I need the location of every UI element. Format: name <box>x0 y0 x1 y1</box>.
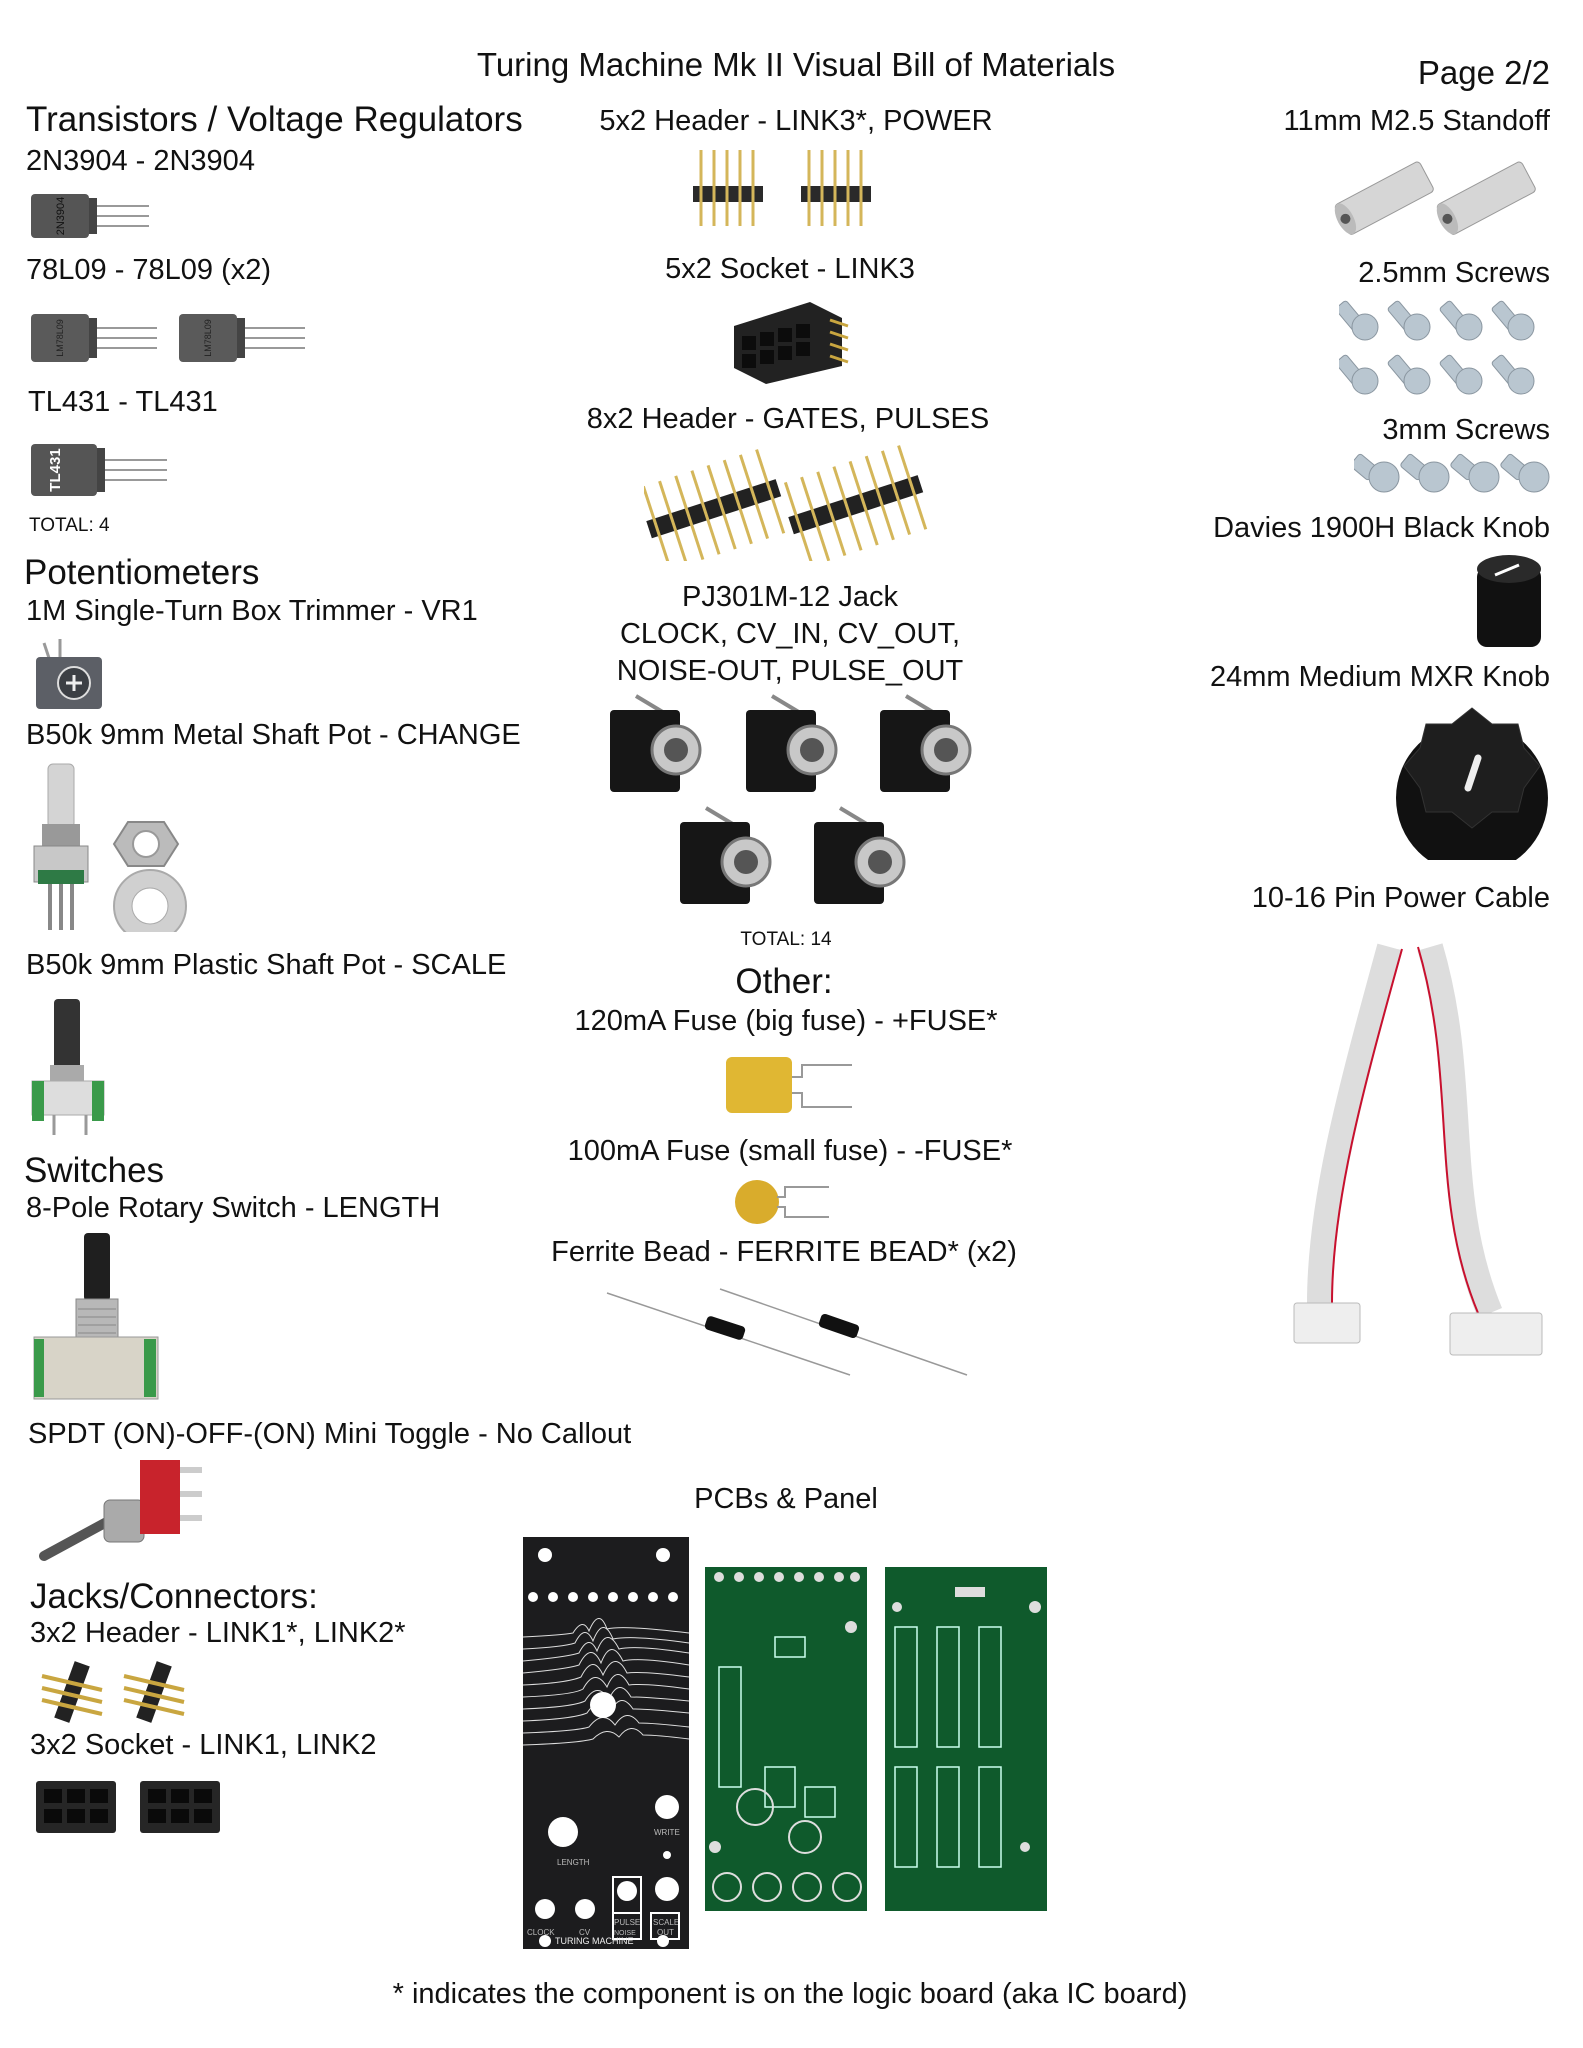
item-label-3mm-screws: 3mm Screws <box>1382 414 1550 446</box>
metal-shaft-pot-image <box>28 760 198 932</box>
item-label-5x2-header: 5x2 Header - LINK3*, POWER <box>599 105 993 137</box>
item-label-plastic-shaft-pot: B50k 9mm Plastic Shaft Pot - SCALE <box>26 949 507 981</box>
front-panel-image: LENGTH WRITE PULSE SCALE CLOCK CV NOISE … <box>523 1537 691 1951</box>
item-label-tl431: TL431 - TL431 <box>28 386 218 418</box>
page-title: Turing Machine Mk II Visual Bill of Mate… <box>476 46 1116 83</box>
item-label-davies-knob: Davies 1900H Black Knob <box>1213 512 1550 544</box>
regulator-78l09-image: LM78L09 LM78L09 <box>31 312 321 364</box>
svg-text:LENGTH: LENGTH <box>557 1858 590 1867</box>
power-cable-image <box>1290 943 1550 1383</box>
item-label-trimmer: 1M Single-Turn Box Trimmer - VR1 <box>26 595 478 627</box>
section-heading-switches: Switches <box>24 1151 165 1190</box>
item-label-standoff: 11mm M2.5 Standoff <box>1283 105 1550 137</box>
logic-pcb-image <box>885 1567 1048 1913</box>
small-fuse-image <box>733 1177 833 1227</box>
3mm-screws-image <box>1354 449 1554 501</box>
section-heading-transistors: Transistors / Voltage Regulators <box>26 100 523 139</box>
section-heading-other: Other: <box>735 962 833 1001</box>
item-label-2-5mm-screws: 2.5mm Screws <box>1358 257 1550 289</box>
davies-knob-image <box>1473 553 1545 651</box>
svg-text:LM78L09: LM78L09 <box>203 319 213 357</box>
section-heading-potentiometers: Potentiometers <box>24 553 260 592</box>
svg-text:WRITE: WRITE <box>654 1828 680 1837</box>
item-label-jack-title: PJ301M-12 Jack <box>682 581 898 613</box>
item-label-8x2-header: 8x2 Header - GATES, PULSES <box>586 403 990 435</box>
ferrite-bead-image <box>605 1287 970 1379</box>
svg-text:PULSE: PULSE <box>614 1918 640 1927</box>
item-label-mini-toggle: SPDT (ON)-OFF-(ON) Mini Toggle - No Call… <box>28 1418 632 1450</box>
svg-text:CV: CV <box>579 1928 591 1937</box>
2-5mm-screws-image <box>1339 293 1549 399</box>
svg-text:TL431: TL431 <box>47 448 64 491</box>
5x2-header-image <box>689 146 871 232</box>
item-label-rotary-switch: 8-Pole Rotary Switch - LENGTH <box>26 1192 441 1224</box>
svg-text:TURING MACHINE: TURING MACHINE <box>555 1936 634 1946</box>
3x2-socket-image <box>36 1775 236 1837</box>
svg-text:SCALE: SCALE <box>653 1918 679 1927</box>
item-label-small-fuse: 100mA Fuse (small fuse) - -FUSE* <box>567 1135 1013 1167</box>
transistor-2n3904-image: 2N3904 <box>31 192 151 240</box>
big-fuse-image <box>722 1053 857 1117</box>
mini-toggle-image <box>34 1456 214 1564</box>
pj301m-jacks-image <box>596 690 986 915</box>
svg-text:LM78L09: LM78L09 <box>55 319 65 357</box>
svg-text:OUT: OUT <box>657 1928 674 1937</box>
item-label-big-fuse: 120mA Fuse (big fuse) - +FUSE* <box>574 1005 998 1037</box>
item-label-metal-shaft-pot: B50k 9mm Metal Shaft Pot - CHANGE <box>26 719 521 751</box>
svg-text:2N3904: 2N3904 <box>55 197 67 236</box>
trimmer-image <box>30 637 110 711</box>
item-label-2n3904: 2N3904 - 2N3904 <box>26 145 255 177</box>
item-label-3x2-header: 3x2 Header - LINK1*, LINK2* <box>30 1617 406 1649</box>
jacks-total: TOTAL: 14 <box>740 929 832 950</box>
item-label-power-cable: 10-16 Pin Power Cable <box>1251 882 1550 914</box>
section-heading-jacks-connectors: Jacks/Connectors: <box>30 1577 318 1616</box>
transistors-total: TOTAL: 4 <box>29 515 110 536</box>
8x2-header-image <box>644 436 929 561</box>
item-label-3x2-socket: 3x2 Socket - LINK1, LINK2 <box>30 1729 377 1761</box>
item-label-jack-callouts-1: CLOCK, CV_IN, CV_OUT, <box>619 618 961 650</box>
3x2-header-image <box>36 1658 196 1728</box>
plastic-shaft-pot-image <box>28 995 128 1140</box>
main-pcb-image <box>705 1567 868 1913</box>
tl431-image: TL431 <box>31 442 171 498</box>
footer-note: * indicates the component is on the logi… <box>392 1978 1188 2010</box>
item-label-jack-callouts-2: NOISE-OUT, PULSE_OUT <box>616 655 964 687</box>
item-label-mxr-knob: 24mm Medium MXR Knob <box>1209 661 1550 693</box>
item-label-ferrite-bead: Ferrite Bead - FERRITE BEAD* (x2) <box>551 1236 1017 1268</box>
mxr-knob-image <box>1394 702 1550 860</box>
rotary-switch-image <box>28 1229 168 1414</box>
svg-text:CLOCK: CLOCK <box>527 1928 555 1937</box>
5x2-socket-image <box>730 296 855 386</box>
page-number: Page 2/2 <box>1417 54 1550 91</box>
section-heading-pcbs-panel: PCBs & Panel <box>694 1483 878 1515</box>
item-label-78l09: 78L09 - 78L09 (x2) <box>26 254 272 286</box>
svg-text:NOISE: NOISE <box>614 1930 636 1937</box>
item-label-5x2-socket: 5x2 Socket - LINK3 <box>665 253 915 285</box>
standoff-image <box>1333 150 1538 236</box>
